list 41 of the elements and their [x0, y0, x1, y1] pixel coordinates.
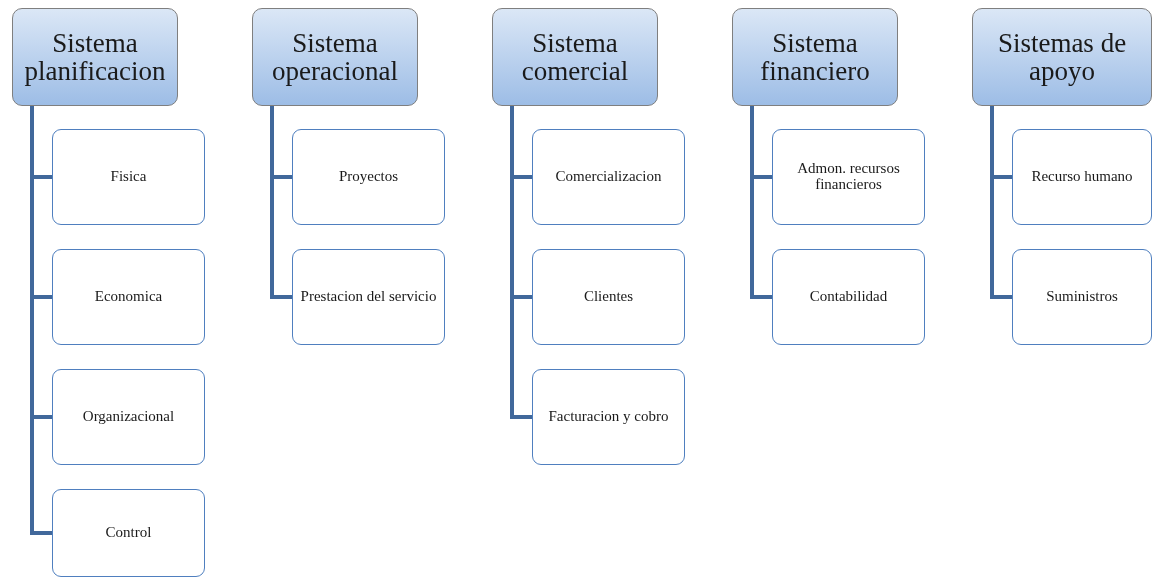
box-label: Organizacional — [82, 409, 175, 425]
subsystem-box — [532, 369, 685, 465]
box-label: Suministros — [1046, 289, 1118, 305]
connector-line — [510, 106, 532, 419]
subsystem-box — [52, 489, 205, 577]
subsystem-box — [52, 129, 205, 225]
subsystem-box — [772, 129, 925, 225]
subsystem-box — [532, 249, 685, 345]
box-label: Recurso humano — [1031, 169, 1133, 185]
box-label: Sistemas de apoyo — [996, 28, 1128, 86]
subsystem-box — [292, 129, 445, 225]
subsystem-box — [1012, 249, 1152, 345]
box-label: Clientes — [583, 289, 634, 305]
category-box — [972, 8, 1152, 106]
subsystem-box — [772, 249, 925, 345]
category-box — [732, 8, 898, 106]
box-label: Comercializacion — [555, 169, 662, 185]
subsystem-box — [52, 249, 205, 345]
box-label: Prestacion del servicio — [300, 289, 437, 305]
connector-line — [30, 106, 52, 535]
box-label: Sistema comercial — [520, 28, 630, 86]
box-label: Sistema operacional — [271, 28, 399, 86]
subsystem-box — [1012, 129, 1152, 225]
category-box — [12, 8, 178, 106]
connector-line — [990, 106, 1012, 299]
subsystem-box — [532, 129, 685, 225]
connector-line — [270, 106, 292, 299]
box-label: Contabilidad — [809, 289, 888, 305]
box-label: Fisica — [110, 169, 147, 185]
box-label: Proyectos — [338, 169, 399, 185]
connector-line — [750, 106, 772, 299]
box-label: Economica — [94, 289, 163, 305]
subsystem-box — [52, 369, 205, 465]
category-box — [492, 8, 658, 106]
box-label: Sistema financiero — [759, 28, 871, 86]
subsystem-box — [292, 249, 445, 345]
box-label: Admon. recursos financieros — [796, 161, 901, 193]
box-label: Control — [105, 525, 152, 541]
box-label: Sistema planificacion — [23, 28, 167, 86]
category-box — [252, 8, 418, 106]
box-label: Facturacion y cobro — [548, 409, 669, 425]
